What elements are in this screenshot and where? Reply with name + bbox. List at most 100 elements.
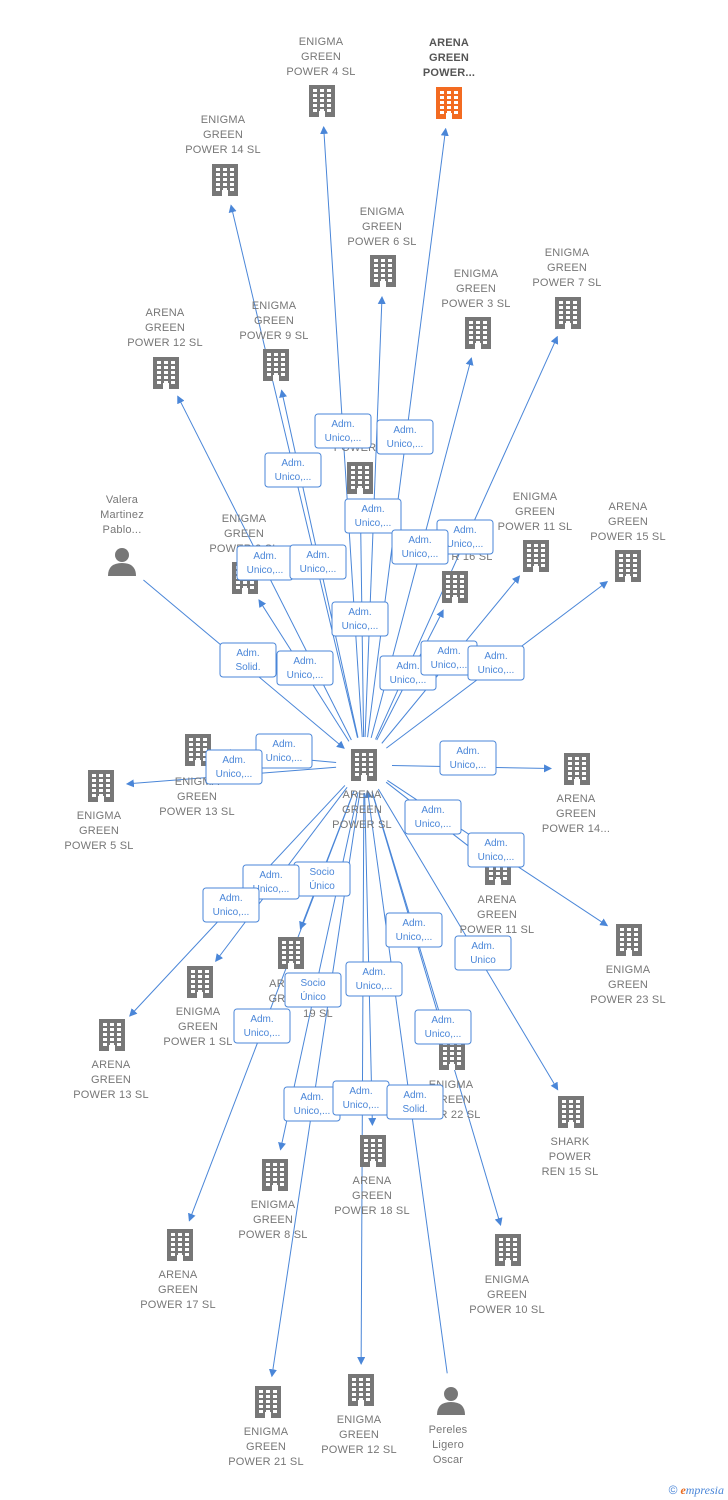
empresia-brand[interactable]: © empresia [669, 1483, 724, 1498]
edge-label-n_eg13[interactable]: Adm.Unico,... [255, 733, 313, 769]
node-label-line: POWER 15 SL [590, 531, 666, 543]
node-label-line: GREEN [254, 315, 294, 327]
node-n_p16[interactable]: R 16 SL [442, 551, 493, 603]
edge-label-text: Unico,... [356, 981, 393, 992]
edge-label-text: Unico,... [402, 549, 439, 560]
edge-label-n_shark[interactable]: Adm.Unico [454, 935, 512, 971]
node-label-line: ARENA [609, 501, 648, 513]
edge-label-text: Unico,... [396, 932, 433, 943]
node-label-line: ENIGMA [337, 1414, 382, 1426]
edge-label-text: Adm. [348, 607, 371, 618]
edge-label-n_ag11[interactable]: Adm.Unico,... [404, 799, 462, 835]
edge-label-text: Único [309, 879, 335, 892]
edge-label-text: Unico,... [294, 1106, 331, 1117]
node-n_eg6[interactable]: ENIGMA GREEN POWER 6 SL [347, 206, 416, 287]
edge-label-n_ag14[interactable]: Adm.Unico,... [439, 740, 497, 776]
edge-label-n_ag17[interactable]: Adm.Unico,... [233, 1008, 291, 1044]
node-label-line: POWER 10 SL [469, 1304, 545, 1316]
node-label-line: POWER 6 SL [347, 236, 416, 248]
building-icon [465, 317, 491, 349]
edge-label-n_eg2[interactable]: Adm.Unico,... [331, 601, 389, 637]
edge-label-text: Adm. [331, 419, 354, 430]
edge-label-n_eg4[interactable]: Adm.Unico,... [314, 413, 372, 449]
node-label-line: ENIGMA [360, 206, 405, 218]
edge-label-n_ag12[interactable]: Adm.Unico,... [236, 545, 294, 581]
edge-label-n_eg22[interactable]: Adm.Unico,... [385, 912, 443, 948]
edge-label-text: Único [300, 990, 326, 1003]
edge-label-text: Adm. [396, 661, 419, 672]
edge-n_pereles-center [364, 789, 448, 1374]
node-label-line: POWER 21 SL [228, 1456, 304, 1468]
edge-label-text: Solid. [402, 1104, 427, 1115]
edge-label-n_eg6[interactable]: Adm.Unico,... [344, 498, 402, 534]
node-label-line: GREEN [362, 221, 402, 233]
edge-label-n_pereles[interactable]: Adm.Solid. [386, 1084, 444, 1120]
node-label-line: Pereles [429, 1424, 468, 1436]
edge-label-n_eg9[interactable]: Adm.Unico,... [289, 544, 347, 580]
node-label-line: GREEN [477, 909, 517, 921]
edge-center-n_eg12 [357, 792, 366, 1366]
edge-label-text: Adm. [236, 648, 259, 659]
edge-label-n_eg8[interactable]: Adm. Unico,... [345, 961, 403, 997]
edge-label-n_eg10[interactable]: Adm.Unico,... [414, 1009, 472, 1045]
node-label-line: POWER 7 SL [532, 277, 601, 289]
node-label-line: POWER 17 SL [140, 1299, 216, 1311]
edge-label-text: Unico,... [355, 518, 392, 529]
edge-label-text: Adm. [272, 739, 295, 750]
edge-label-n_ag13[interactable]: Adm.Unico,... [202, 887, 260, 923]
edge-label-n_eg12[interactable]: Adm.Unico,... [332, 1080, 390, 1116]
edge-label-text: Adm. [219, 893, 242, 904]
edge-label-n_agp[interactable]: Adm.Unico,... [376, 419, 434, 455]
node-label-line: POWER 3 SL [441, 298, 510, 310]
edge-label-n_eg5[interactable]: Adm.Unico,... [205, 749, 263, 785]
edge-label-n_eg11[interactable]: Adm.Unico,... [467, 645, 525, 681]
edge-label-n_eg23[interactable]: Adm.Unico,... [467, 832, 525, 868]
node-label-line: GREEN [203, 129, 243, 141]
edge-label-text: Adm. [306, 550, 329, 561]
building-icon [555, 297, 581, 329]
edge-label-text: Unico,... [478, 852, 515, 863]
edge-label-text: Unico,... [244, 1028, 281, 1039]
node-n_valera[interactable]: ValeraMartinezPablo... [100, 494, 144, 576]
edge-label-n_eg3[interactable]: Adm.Unico,... [391, 529, 449, 565]
node-label-line: POWER 5 SL [64, 840, 133, 852]
edge-label-n_valera[interactable]: Adm.Solid. [219, 642, 277, 678]
node-n_agp[interactable]: ARENAGREENPOWER... [423, 37, 475, 119]
edge-label-text: Adm. [222, 755, 245, 766]
edge-label-n_ag15[interactable]: Adm.Unico,... [276, 650, 334, 686]
edge-labels-layer: Adm. Unico,... Adm. Unico,... Adm. Unico,... A… [202, 413, 525, 1122]
edge-label-n_eg14[interactable]: Adm.Unico,... [264, 452, 322, 488]
node-label-line: POWER 9 SL [239, 330, 308, 342]
edge-label-n_eg21[interactable]: Adm. Unico,... [283, 1086, 341, 1122]
edge-label-text: Adm. [362, 967, 385, 978]
edge-label-text: Adm. [300, 1092, 323, 1103]
